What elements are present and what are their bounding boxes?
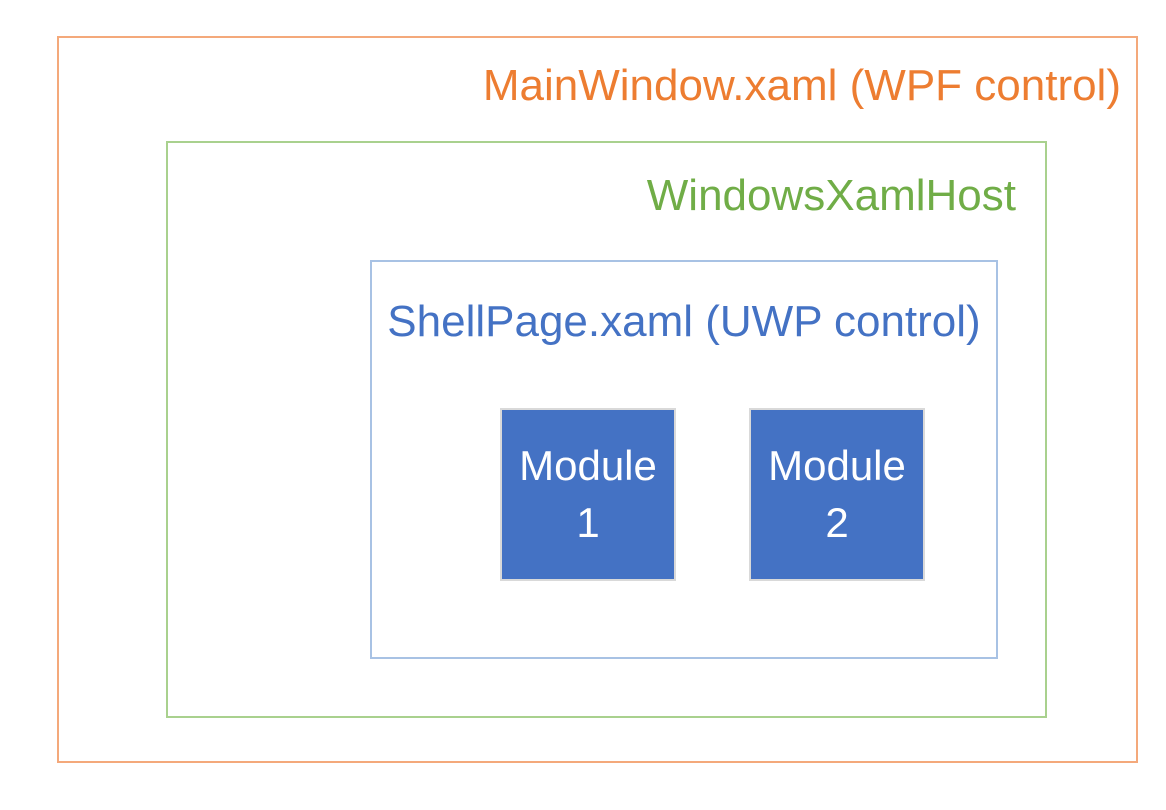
module-1-label-line1: Module (519, 441, 657, 489)
mainwindow-wpf-box: MainWindow.xaml (WPF control) WindowsXam… (57, 36, 1138, 763)
windowsxamlhost-box: WindowsXamlHost ShellPage.xaml (UWP cont… (166, 141, 1047, 718)
module-2-box: Module 2 (749, 408, 925, 581)
module-2-label-line1: Module (768, 441, 906, 489)
module-2-label: Module 2 (768, 438, 906, 551)
module-1-label-line2: 1 (576, 498, 600, 546)
module-2-label-line2: 2 (825, 498, 849, 546)
module-1-label: Module 1 (519, 438, 657, 551)
module-1-box: Module 1 (500, 408, 676, 581)
shellpage-uwp-label: ShellPage.xaml (UWP control) (387, 297, 981, 346)
windowsxamlhost-label: WindowsXamlHost (646, 171, 1016, 220)
shellpage-uwp-box: ShellPage.xaml (UWP control) Module 1 Mo… (370, 260, 998, 659)
mainwindow-wpf-label: MainWindow.xaml (WPF control) (482, 61, 1121, 110)
